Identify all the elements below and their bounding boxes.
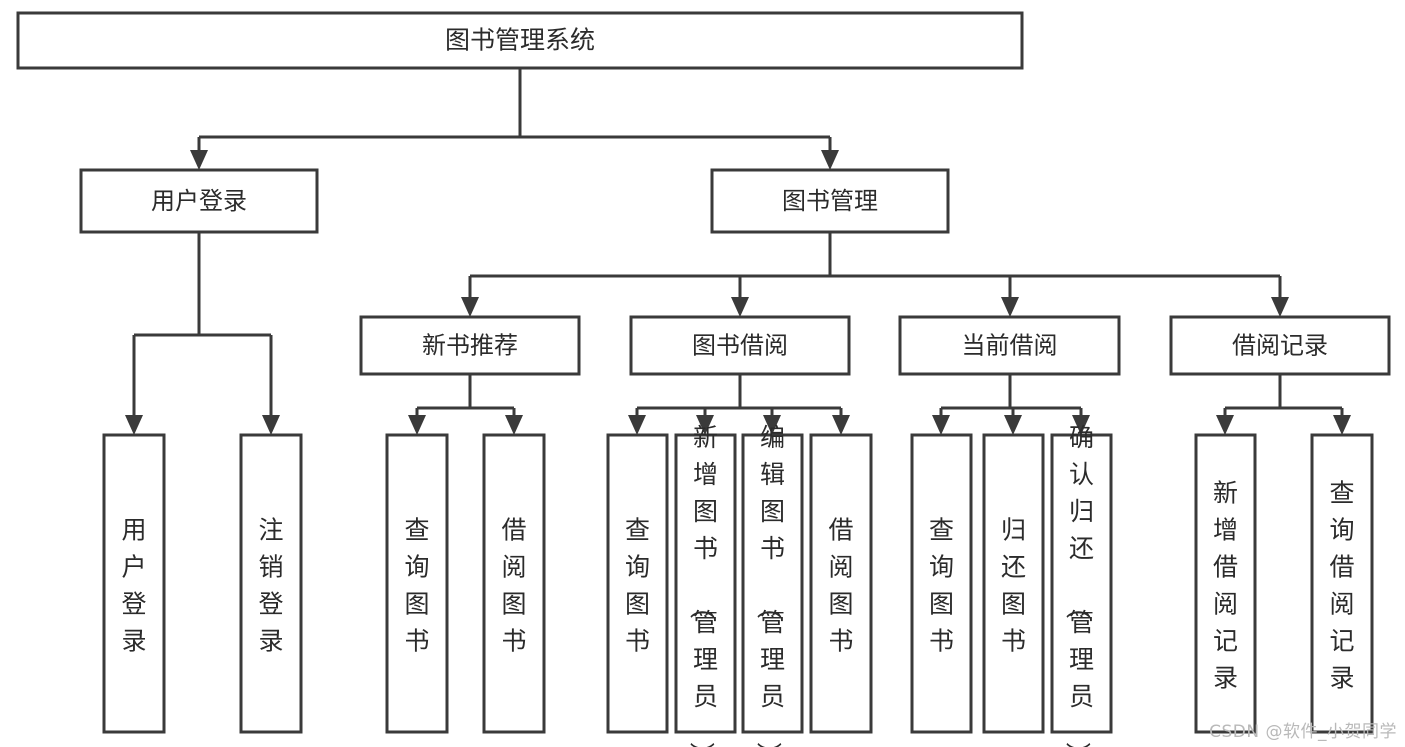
leaf-node-label: 借阅图书	[501, 515, 526, 655]
node-level3-3-node-e5809fe99885e8aeb0e5bd95[interactable]: 借阅记录	[1169, 315, 1391, 376]
leaf-node-label: 查询图书	[625, 515, 650, 655]
node-root-node-e59bbee4b9a6e7aea1e79086e7b3bbe7bb9f[interactable]: 图书管理系统	[16, 11, 1024, 70]
leaf-node-9-node-e5bd92e8bf98e59bbee4b9a6[interactable]: 归还图书	[982, 433, 1045, 734]
node-level2-0-node-e794a8e688b7e799bbe5bd95[interactable]: 用户登录	[79, 168, 319, 234]
leaf-node-12-node-e69fa5e8afa2e5809fe99885e8aeb0e5bd95[interactable]: 查询借阅记录	[1310, 433, 1374, 734]
node-label: 图书管理系统	[445, 26, 595, 55]
edge-userlogin-to-leaves	[125, 232, 280, 435]
node-label: 图书管理	[782, 187, 878, 215]
node-label: 用户登录	[151, 187, 247, 215]
leaf-node-7-node-e5809fe99885e59bbee4b9a6[interactable]: 借阅图书	[809, 433, 873, 734]
leaf-node-label: 用户登录	[121, 515, 146, 655]
leaf-node-label: 新增借阅记录	[1213, 478, 1238, 692]
edge-record-to-leaves	[1216, 374, 1351, 435]
node-level2-1-node-e59bbee4b9a6e7aea1e79086[interactable]: 图书管理	[710, 168, 950, 234]
leaf-node-label: 借阅图书	[828, 515, 853, 655]
leaf-node-1-node-e6b3a8e99480e799bbe5bd95[interactable]: 注销登录	[239, 433, 303, 734]
leaf-node-label: 新增图书（管理员）	[687, 423, 718, 747]
leaf-node-5-node-e696b0e5a29ee59bbee4b9a6efbc88e7aea1e79086e59198efbc89[interactable]: 新增图书（管理员）	[674, 423, 737, 747]
edge-current-to-leaves	[932, 374, 1090, 435]
node-label: 图书借阅	[692, 332, 788, 360]
leaf-node-11-node-e696b0e5a29ee5809fe99885e8aeb0e5bd95[interactable]: 新增借阅记录	[1194, 433, 1257, 734]
leaf-node-label: 查询借阅记录	[1329, 478, 1354, 692]
leaf-node-10-node-e7a1aee8aea4e5bd92e8bf98efbc88e7aea1e79086e59198efbc89[interactable]: 确认归还（管理员）	[1050, 423, 1113, 747]
leaf-node-4-node-e69fa5e8afa2e59bbee4b9a6[interactable]: 查询图书	[606, 433, 669, 734]
edge-borrow-to-leaves	[628, 374, 850, 435]
leaf-node-6-node-e7bc96e8be91e59bbee4b9a6efbc88e7aea1e79086e59198efbc89[interactable]: 编辑图书（管理员）	[741, 423, 804, 747]
leaf-node-label: 查询图书	[929, 515, 954, 655]
nodes-layer: 图书管理系统用户登录图书管理新书推荐图书借阅当前借阅借阅记录用户登录注销登录查询…	[16, 11, 1391, 747]
node-label: 当前借阅	[962, 332, 1058, 360]
leaf-node-8-node-e69fa5e8afa2e59bbee4b9a6[interactable]: 查询图书	[910, 433, 973, 734]
leaf-node-3-node-e5809fe99885e59bbee4b9a6[interactable]: 借阅图书	[482, 433, 546, 734]
leaf-node-label: 编辑图书（管理员）	[754, 423, 785, 747]
node-level3-1-node-e59bbee4b9a6e5809fe99885[interactable]: 图书借阅	[629, 315, 851, 376]
edges-layer	[125, 68, 1351, 435]
node-label: 新书推荐	[422, 332, 518, 360]
edge-bookmgmt-to-level3	[461, 232, 1289, 317]
leaf-node-label: 归还图书	[1001, 515, 1026, 655]
leaf-node-label: 确认归还（管理员）	[1063, 423, 1094, 747]
edge-root-to-level2	[190, 68, 839, 170]
node-level3-0-node-e696b0e4b9a6e68ea8e88d90[interactable]: 新书推荐	[359, 315, 581, 376]
node-level3-2-node-e5bd93e5898de5809fe99885[interactable]: 当前借阅	[898, 315, 1121, 376]
edge-newbook-to-leaves	[408, 374, 523, 435]
leaf-node-0-node-e794a8e688b7e799bbe5bd95[interactable]: 用户登录	[102, 433, 166, 734]
leaf-node-label: 查询图书	[404, 515, 429, 655]
leaf-node-2-node-e69fa5e8afa2e59bbee4b9a6[interactable]: 查询图书	[385, 433, 449, 734]
csdn-watermark: CSDN @软件_小贺同学	[1209, 722, 1397, 742]
leaf-node-label: 注销登录	[258, 515, 283, 655]
node-label: 借阅记录	[1232, 332, 1328, 360]
